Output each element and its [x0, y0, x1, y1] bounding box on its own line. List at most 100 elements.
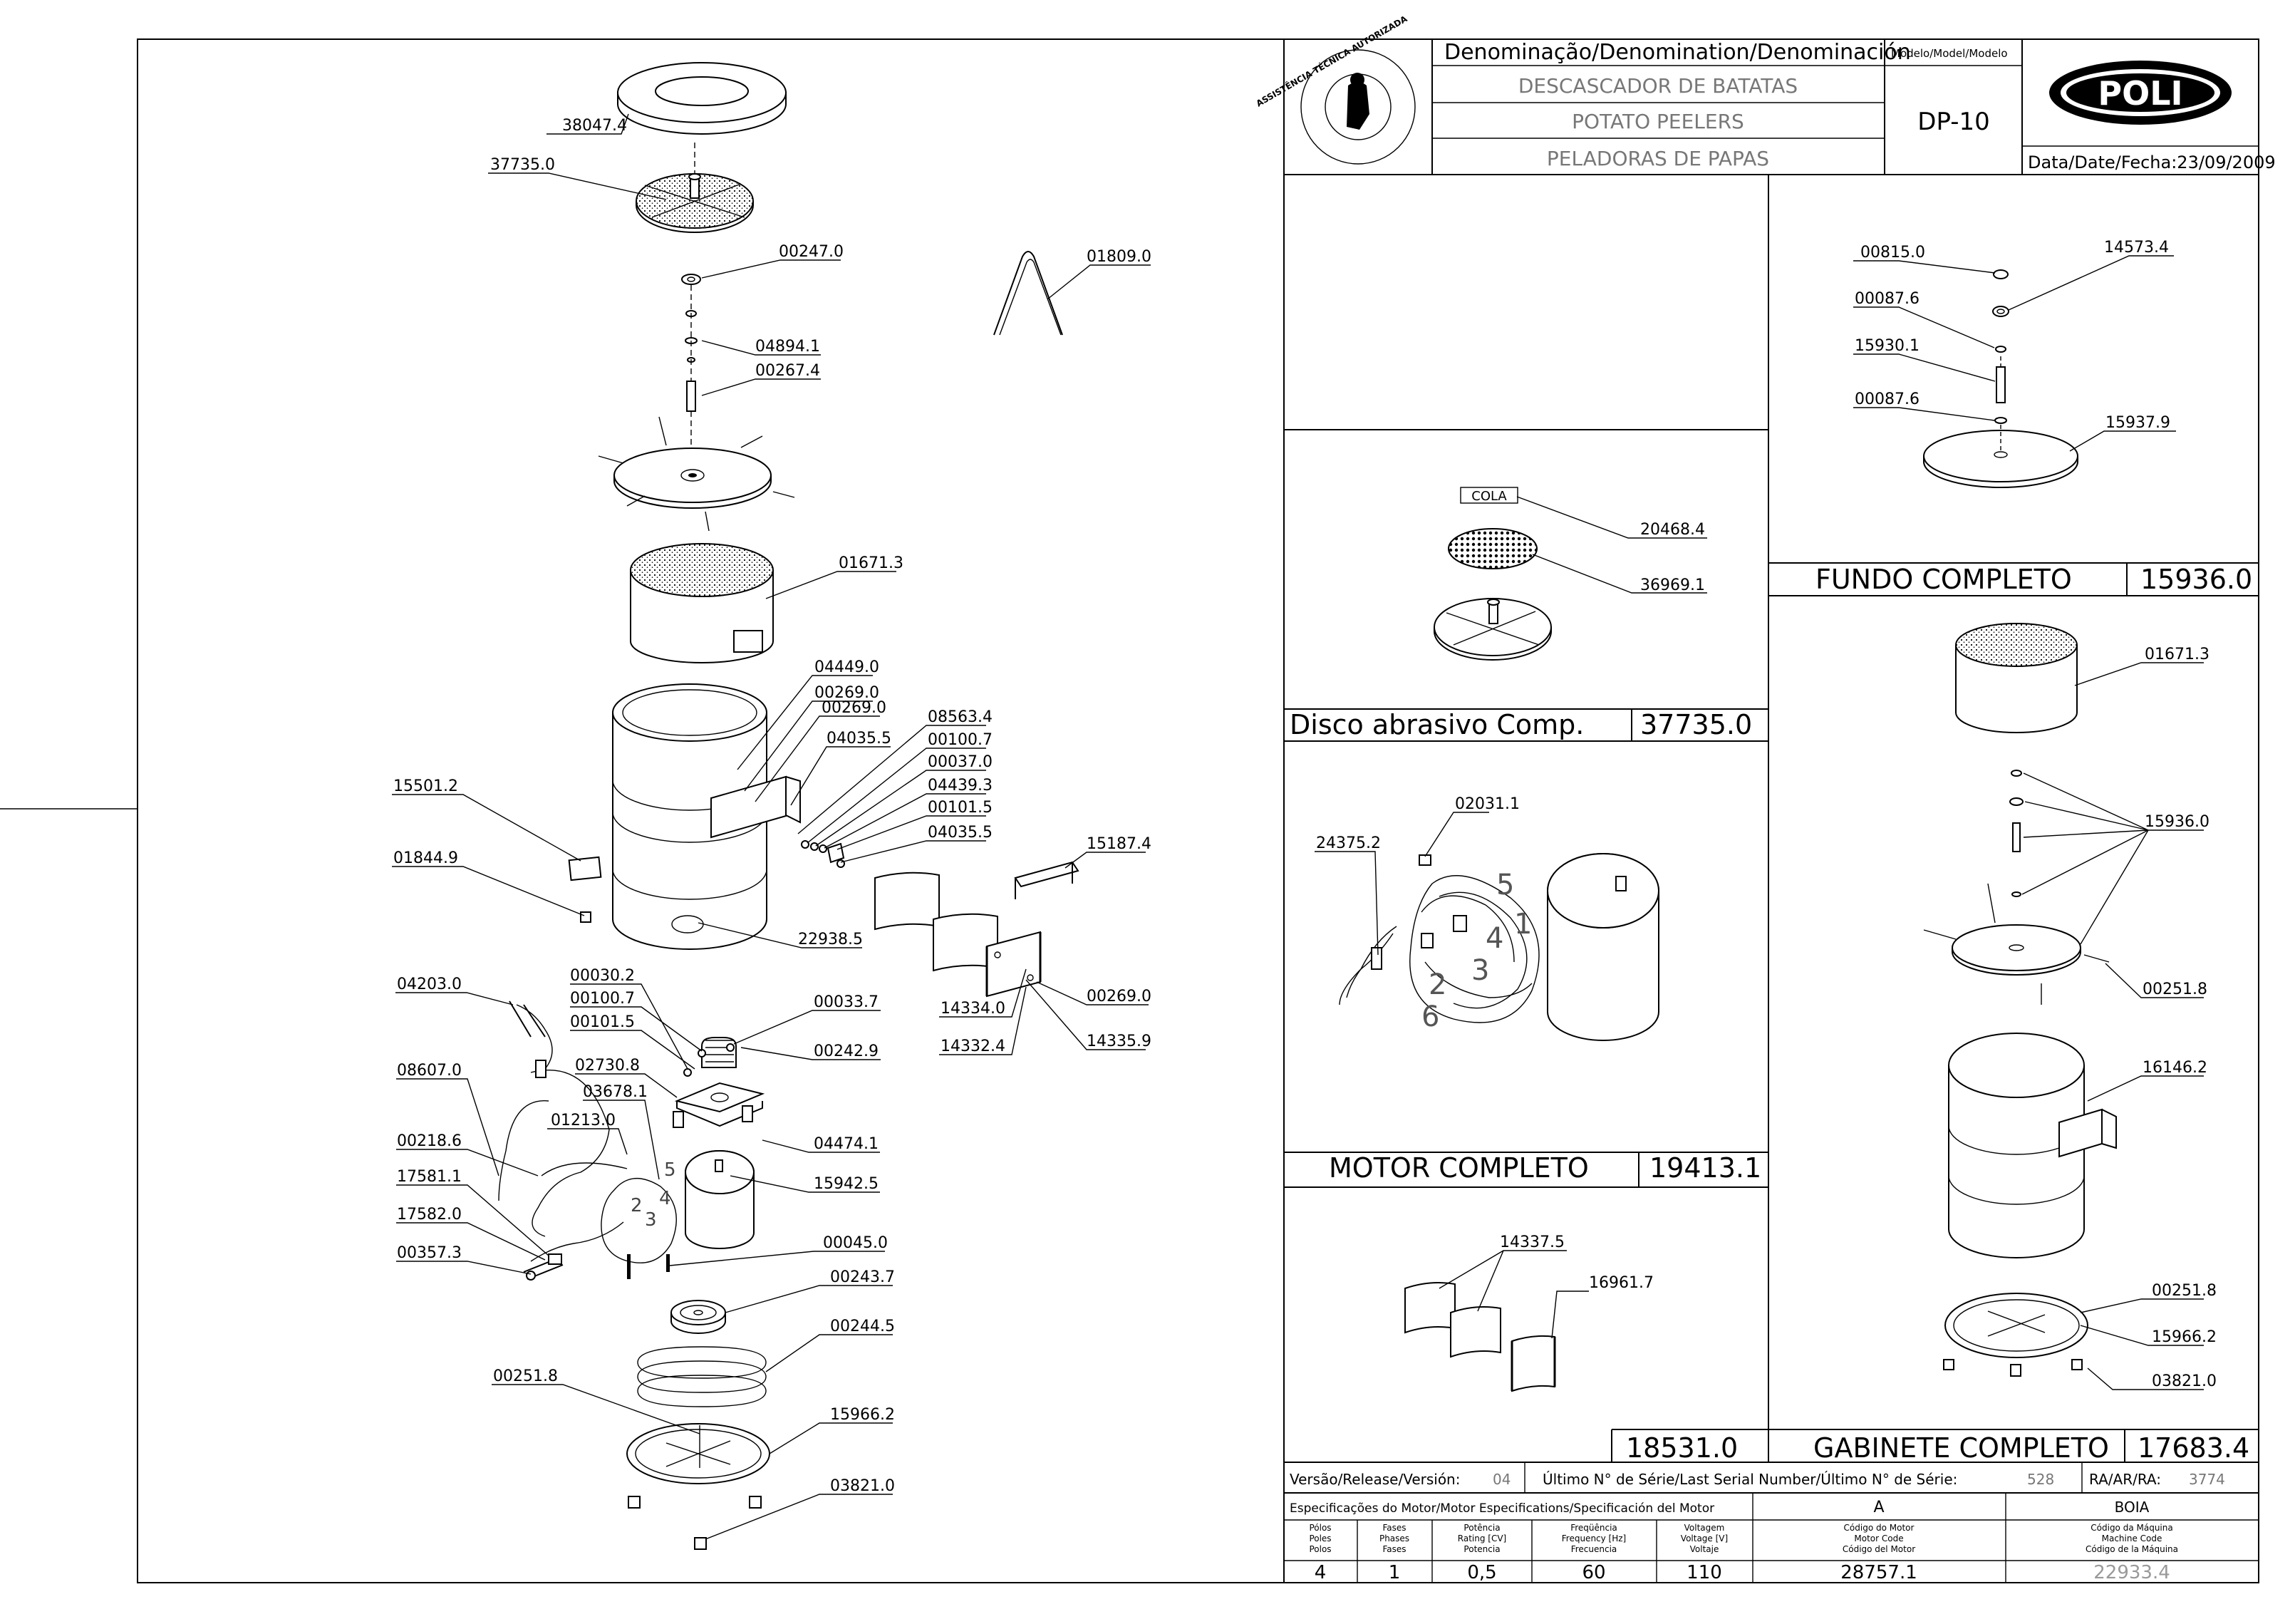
cover-label-1: 14337.5	[1500, 1233, 1565, 1251]
seal-text: ASSISTÊNCIA TÉCNICA AUTORIZADA	[1254, 13, 1409, 108]
gabinete-label-7: 03821.0	[2152, 1372, 2217, 1390]
part-label-13: 00100.7	[928, 731, 993, 749]
disco-title: Disco abrasivo Comp.	[1290, 709, 1584, 740]
part-label-8: 04449.0	[814, 658, 879, 676]
fundo-label-3: 00087.6	[1855, 290, 1920, 308]
spec-values-row: 4 1 0,5 60 110 28757.1 22933.4	[1315, 1562, 2170, 1583]
part-label-23: 00269.0	[1087, 988, 1151, 1005]
part-label-31: 00242.9	[814, 1043, 879, 1060]
part-label-25: 14335.9	[1087, 1033, 1151, 1050]
authorized-service-seal-logo: ASSISTÊNCIA TÉCNICA AUTORIZADA	[1254, 13, 1416, 165]
part-label-1: 38047.4	[562, 117, 627, 135]
spec-machine-code: 22933.4	[2093, 1562, 2170, 1583]
motor-wire-5: 5	[1496, 869, 1514, 901]
date-value: 23/09/2009	[2177, 152, 2275, 172]
disco-label-2: 36969.1	[1640, 576, 1705, 594]
part-label-44: 00244.5	[830, 1318, 895, 1335]
svg-text:Motor Code: Motor Code	[1854, 1534, 1903, 1543]
spec-column-headers: Pólos Poles Polos Fases Phases Fases Pot…	[1309, 1523, 2178, 1554]
part-label-29: 00101.5	[570, 1013, 635, 1031]
svg-text:4: 4	[659, 1188, 671, 1209]
spec-voltage: 110	[1687, 1562, 1722, 1583]
svg-text:Código da Máquina: Código da Máquina	[2091, 1523, 2172, 1533]
serial-value: 528	[2027, 1471, 2054, 1488]
svg-text:Pólos: Pólos	[1309, 1523, 1331, 1533]
part-label-41: 00357.3	[397, 1244, 462, 1262]
svg-text:Voltagem: Voltagem	[1684, 1523, 1725, 1533]
motor-wire-1: 1	[1514, 908, 1532, 941]
svg-text:2: 2	[631, 1195, 643, 1216]
product-name-en: POTATO PEELERS	[1572, 110, 1744, 133]
disco-code: 37735.0	[1640, 709, 1752, 740]
cover-code: 18531.0	[1626, 1432, 1738, 1464]
part-label-42: 00045.0	[823, 1234, 888, 1252]
footer-spec-table: Versão/Release/Versión: 04 Último N° de …	[1283, 1462, 2259, 1583]
ra-value: 3774	[2189, 1471, 2225, 1488]
part-label-9: 00269.0	[814, 684, 879, 702]
gabinete-label-1: 01671.3	[2145, 646, 2209, 663]
svg-text:Potencia: Potencia	[1463, 1544, 1500, 1554]
svg-text:Frecuencia: Frecuencia	[1571, 1544, 1617, 1554]
fundo-title: FUNDO COMPLETO	[1815, 564, 2072, 595]
gabinete-label-2: 15936.0	[2145, 813, 2209, 831]
col-boia-header: BOIA	[2115, 1499, 2150, 1516]
part-label-28: 00100.7	[570, 990, 635, 1008]
motor-title: MOTOR COMPLETO	[1329, 1152, 1589, 1184]
col-a-header: A	[1873, 1499, 1884, 1516]
part-label-18: 15187.4	[1087, 835, 1151, 853]
part-label-20: 01844.9	[393, 849, 458, 867]
motor-wire-3: 3	[1471, 954, 1489, 987]
side-panels-grid	[1283, 175, 2259, 1463]
part-label-12: 08563.4	[928, 708, 993, 726]
part-label-6: 01809.0	[1087, 248, 1151, 266]
ra-label: RA/AR/RA:	[2089, 1471, 2161, 1488]
version-label: Versão/Release/Versión:	[1290, 1471, 1460, 1488]
part-label-35: 01213.0	[551, 1112, 616, 1129]
gabinete-title: GABINETE COMPLETO	[1813, 1432, 2109, 1464]
svg-text:Código do Motor: Código do Motor	[1844, 1523, 1915, 1533]
svg-text:Voltaje: Voltaje	[1690, 1544, 1719, 1554]
title-block: ASSISTÊNCIA TÉCNICA AUTORIZADA Denominaç…	[1254, 13, 2276, 175]
poli-brand-logo: POLI	[2049, 61, 2232, 125]
spec-rating: 0,5	[1467, 1562, 1496, 1583]
motor-label-1: 02031.1	[1455, 795, 1520, 813]
part-label-37: 04474.1	[814, 1135, 879, 1153]
part-label-32: 02730.8	[575, 1057, 640, 1075]
part-label-11: 04035.5	[827, 730, 891, 748]
motor-completo-panel: 5 4 1 2 3 6 02031.1 24375.2 MOTOR COMPLE…	[1284, 795, 1768, 1187]
part-label-22: 14334.0	[941, 1000, 1005, 1018]
model-label: Modelo/Model/Modelo	[1891, 47, 2008, 60]
gabinete-label-5: 00251.8	[2152, 1282, 2217, 1300]
svg-text:Fases: Fases	[1382, 1544, 1406, 1554]
svg-text:Rating [CV]: Rating [CV]	[1458, 1534, 1506, 1543]
part-label-15: 04439.3	[928, 777, 993, 795]
date-field: Data/Date/Fecha:23/09/2009	[2028, 152, 2276, 172]
svg-text:Polos: Polos	[1309, 1544, 1331, 1554]
part-label-16: 00101.5	[928, 799, 993, 817]
gabinete-code: 17683.4	[2138, 1432, 2249, 1464]
fundo-label-2: 14573.4	[2104, 239, 2169, 257]
part-label-36: 00218.6	[397, 1132, 462, 1150]
svg-text:Freqüência: Freqüência	[1570, 1523, 1617, 1533]
motor-label-2: 24375.2	[1316, 834, 1381, 852]
svg-text:Poles: Poles	[1309, 1534, 1331, 1543]
svg-text:Frequency [Hz]: Frequency [Hz]	[1562, 1534, 1627, 1543]
gabinete-label-3: 00251.8	[2143, 981, 2207, 998]
version-value: 04	[1493, 1471, 1511, 1488]
spec-frequency: 60	[1582, 1562, 1605, 1583]
part-label-46: 15966.2	[830, 1406, 895, 1424]
spec-poles: 4	[1315, 1562, 1327, 1583]
svg-text:Potência: Potência	[1463, 1523, 1500, 1533]
part-label-34: 08607.0	[397, 1062, 462, 1080]
svg-text:Fases: Fases	[1382, 1523, 1406, 1533]
cover-label-2: 16961.7	[1589, 1274, 1654, 1292]
svg-text:Phases: Phases	[1379, 1534, 1409, 1543]
part-label-10: 00269.0	[822, 699, 886, 717]
part-label-26: 04203.0	[397, 976, 462, 993]
part-label-39: 15942.5	[814, 1175, 879, 1193]
part-label-21: 22938.5	[798, 931, 863, 948]
svg-text:5: 5	[664, 1159, 676, 1181]
svg-text:Código del Motor: Código del Motor	[1843, 1544, 1915, 1554]
spec-motor-code: 28757.1	[1840, 1562, 1917, 1583]
main-exploded-view: 5 4 2 3	[392, 62, 1151, 1550]
